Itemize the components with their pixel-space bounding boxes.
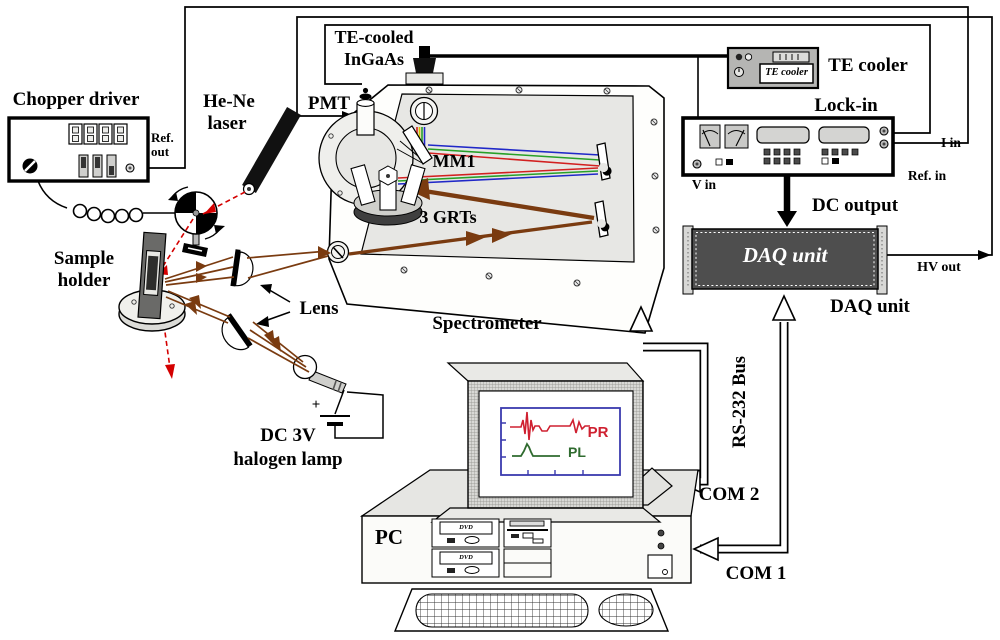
pl-trace — [512, 442, 560, 457]
te-cooler-label: TE cooler — [828, 55, 908, 76]
upper-mirror — [596, 142, 612, 181]
dvd-label-1: DVD — [459, 524, 473, 531]
chopper-wheel — [168, 186, 225, 257]
battery-plus-label: + — [311, 397, 321, 413]
laser-label-line2: laser — [207, 113, 247, 134]
pl-trace-label: PL — [568, 444, 586, 460]
exit-port — [409, 96, 439, 126]
lower-mirror — [594, 200, 610, 238]
pmt-signal-wire — [324, 24, 931, 134]
sample-holder — [118, 231, 186, 332]
light-beam-arrows — [185, 246, 331, 352]
mm1-mirror — [396, 125, 433, 165]
dvd-label-2: DVD — [459, 554, 473, 561]
laser-label-line1: He-Ne — [203, 91, 255, 112]
lens-pointer-arrows — [256, 284, 291, 327]
v-in-label: V in — [691, 177, 717, 192]
dvd-drive-1 — [431, 518, 500, 548]
floppy-drive — [503, 518, 552, 578]
com1-cable — [692, 294, 797, 562]
ingaas-label-line2: InGaAs — [343, 49, 405, 69]
lock-in-amplifier — [681, 116, 895, 177]
lower-lens — [221, 313, 253, 351]
internal-light-path — [348, 178, 595, 256]
com1-label: COM 1 — [725, 563, 787, 584]
spectrometer-label: Spectrometer — [432, 313, 542, 334]
lock-in-label: Lock-in — [814, 95, 878, 116]
coiled-cable — [37, 180, 176, 224]
he-ne-laser — [242, 107, 301, 196]
lens-label: Lens — [299, 298, 339, 319]
lamp-label-line1: DC 3V — [260, 425, 316, 446]
te-cooler-box — [726, 46, 820, 90]
upper-lens — [230, 249, 254, 287]
battery-circuit — [320, 389, 384, 439]
power-button — [647, 529, 673, 579]
ref-in-label: Ref. in — [907, 168, 947, 183]
i-in-label: I in — [941, 135, 961, 150]
pc-label: PC — [375, 525, 403, 549]
keyboard — [393, 588, 670, 632]
lamp-label-line2: halogen lamp — [233, 449, 343, 470]
ingaas-label-line1: TE-cooled — [334, 27, 414, 47]
daq-unit-label: DAQ unit — [830, 296, 910, 317]
monitor — [430, 362, 673, 523]
pr-trace — [510, 411, 590, 441]
daq-face-label: DAQ unit — [742, 243, 828, 267]
te-cooler-display-label: TE cooler — [765, 67, 808, 78]
rs232-bus-label: RS-232 Bus — [730, 356, 750, 449]
com2-label: COM 2 — [698, 484, 760, 505]
chopper-driver-box — [7, 116, 150, 183]
sample-label-line2: holder — [57, 270, 111, 291]
pmt-detector — [356, 87, 375, 136]
plot-box — [500, 407, 621, 476]
pmt-label: PMT — [307, 93, 351, 114]
mm1-label: MM1 — [432, 151, 476, 171]
grating-turret — [350, 164, 426, 226]
dispersed-beams — [397, 127, 601, 185]
sample-label-line1: Sample — [53, 248, 115, 269]
ref-out-label-line1: Ref. — [151, 130, 174, 145]
ref-out-wire — [131, 6, 969, 169]
dc-output-label: DC output — [811, 195, 899, 216]
daq-unit-box — [682, 225, 888, 295]
gratings-label: 3 GRTs — [419, 207, 477, 227]
hv-out-label: HV out — [917, 260, 961, 275]
ref-out-label-line2: out — [151, 144, 170, 159]
chopper-driver-label: Chopper driver — [12, 89, 140, 110]
pr-trace-label: PR — [587, 424, 609, 441]
dvd-drive-2 — [431, 548, 500, 578]
entrance-port — [326, 240, 350, 264]
ingaas-detector — [405, 46, 444, 85]
dc-output-arrow — [777, 176, 797, 227]
